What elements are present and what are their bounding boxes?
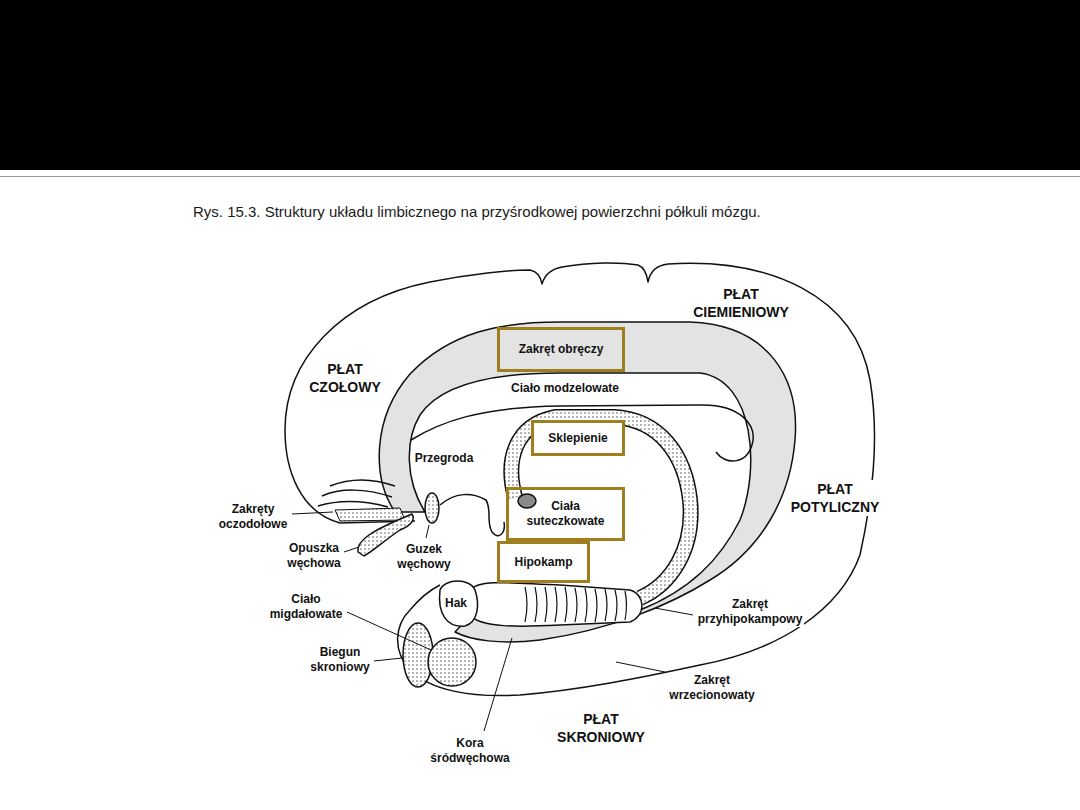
limbic-gyrus-band <box>379 322 795 642</box>
box-label: Sklepienie <box>548 431 607 446</box>
header-band <box>0 0 1080 170</box>
leader-lines <box>292 512 693 731</box>
structure-label: Kora śródwęchowa <box>428 736 511 766</box>
amygdala-stipple <box>428 638 476 686</box>
structure-label: Przegroda <box>413 451 476 466</box>
structure-label: Zakręty oczodołowe <box>217 502 290 532</box>
structure-label-text: PŁAT CIEMIENIOWY <box>693 285 789 321</box>
orbital-gyri <box>318 480 395 507</box>
structure-label: Opuszka węchowa <box>285 541 342 571</box>
leader-line <box>344 547 359 552</box>
structure-label-text: PŁAT POTYLICZNY <box>791 480 880 516</box>
label-box: Sklepienie <box>531 420 625 456</box>
box-label: Ciała suteczkowate <box>526 499 604 529</box>
structure-label-text: PŁAT CZOŁOWY <box>309 360 381 396</box>
leader-line <box>484 638 512 731</box>
leader-line <box>292 512 333 514</box>
structure-label: Guzek węchowy <box>395 542 452 572</box>
structure-label-text: Ciało modzelowate <box>511 381 619 396</box>
leader-line <box>655 608 693 615</box>
mammillary-body <box>518 494 536 508</box>
hippocampus-shape <box>470 583 642 627</box>
box-label: Zakręt obręczy <box>519 342 604 357</box>
label-box: Ciała suteczkowate <box>506 487 625 541</box>
structure-label-text: PŁAT SKRONIOWY <box>557 710 645 746</box>
structure-label: PŁAT POTYLICZNY <box>789 480 882 516</box>
structure-label: PŁAT SKRONIOWY <box>555 710 647 746</box>
box-label: Hipokamp <box>514 555 572 570</box>
label-box: Zakręt obręczy <box>497 327 625 372</box>
structure-label: PŁAT CZOŁOWY <box>307 360 383 396</box>
structure-label-text: Kora śródwęchowa <box>430 736 509 766</box>
structure-label-text: Biegun skroniowy <box>310 645 369 675</box>
structure-label: Zakręt przyhipokampowy <box>696 597 805 627</box>
structure-label-text: Przegroda <box>415 451 474 466</box>
hemisphere-outline <box>285 263 875 696</box>
label-box: Hipokamp <box>497 541 590 583</box>
hippocampus-striations <box>525 587 627 622</box>
structure-label-text: Zakręt przyhipokampowy <box>698 597 803 627</box>
structure-label-text: Guzek węchowy <box>397 542 450 572</box>
structure-label: PŁAT CIEMIENIOWY <box>691 285 791 321</box>
olfactory-tubercle <box>425 493 439 523</box>
structure-label: Biegun skroniowy <box>308 645 371 675</box>
structure-label-text: Hak <box>445 596 467 611</box>
structure-label-text: Opuszka węchowa <box>287 541 340 571</box>
figure-caption: Rys. 15.3. Struktury układu limbicznego … <box>193 203 761 221</box>
structure-label: Zakręt wrzecionowaty <box>667 673 756 703</box>
leader-line <box>616 662 665 672</box>
structure-label: Ciało migdałowate <box>268 592 345 622</box>
structure-label-text: Ciało migdałowate <box>270 592 343 622</box>
structure-label-text: Zakręt wrzecionowaty <box>669 673 754 703</box>
structure-label-text: Zakręty oczodołowe <box>219 502 288 532</box>
leader-line <box>374 658 402 661</box>
structure-label: Ciało modzelowate <box>509 381 621 396</box>
orbital-stipple <box>335 508 405 521</box>
structure-label: Hak <box>443 596 469 611</box>
uncus-shape <box>440 581 478 626</box>
leader-line <box>426 525 429 538</box>
header-rule <box>0 176 1080 177</box>
brain-figure <box>285 263 875 696</box>
septal-hypothalamic-line <box>440 495 504 536</box>
